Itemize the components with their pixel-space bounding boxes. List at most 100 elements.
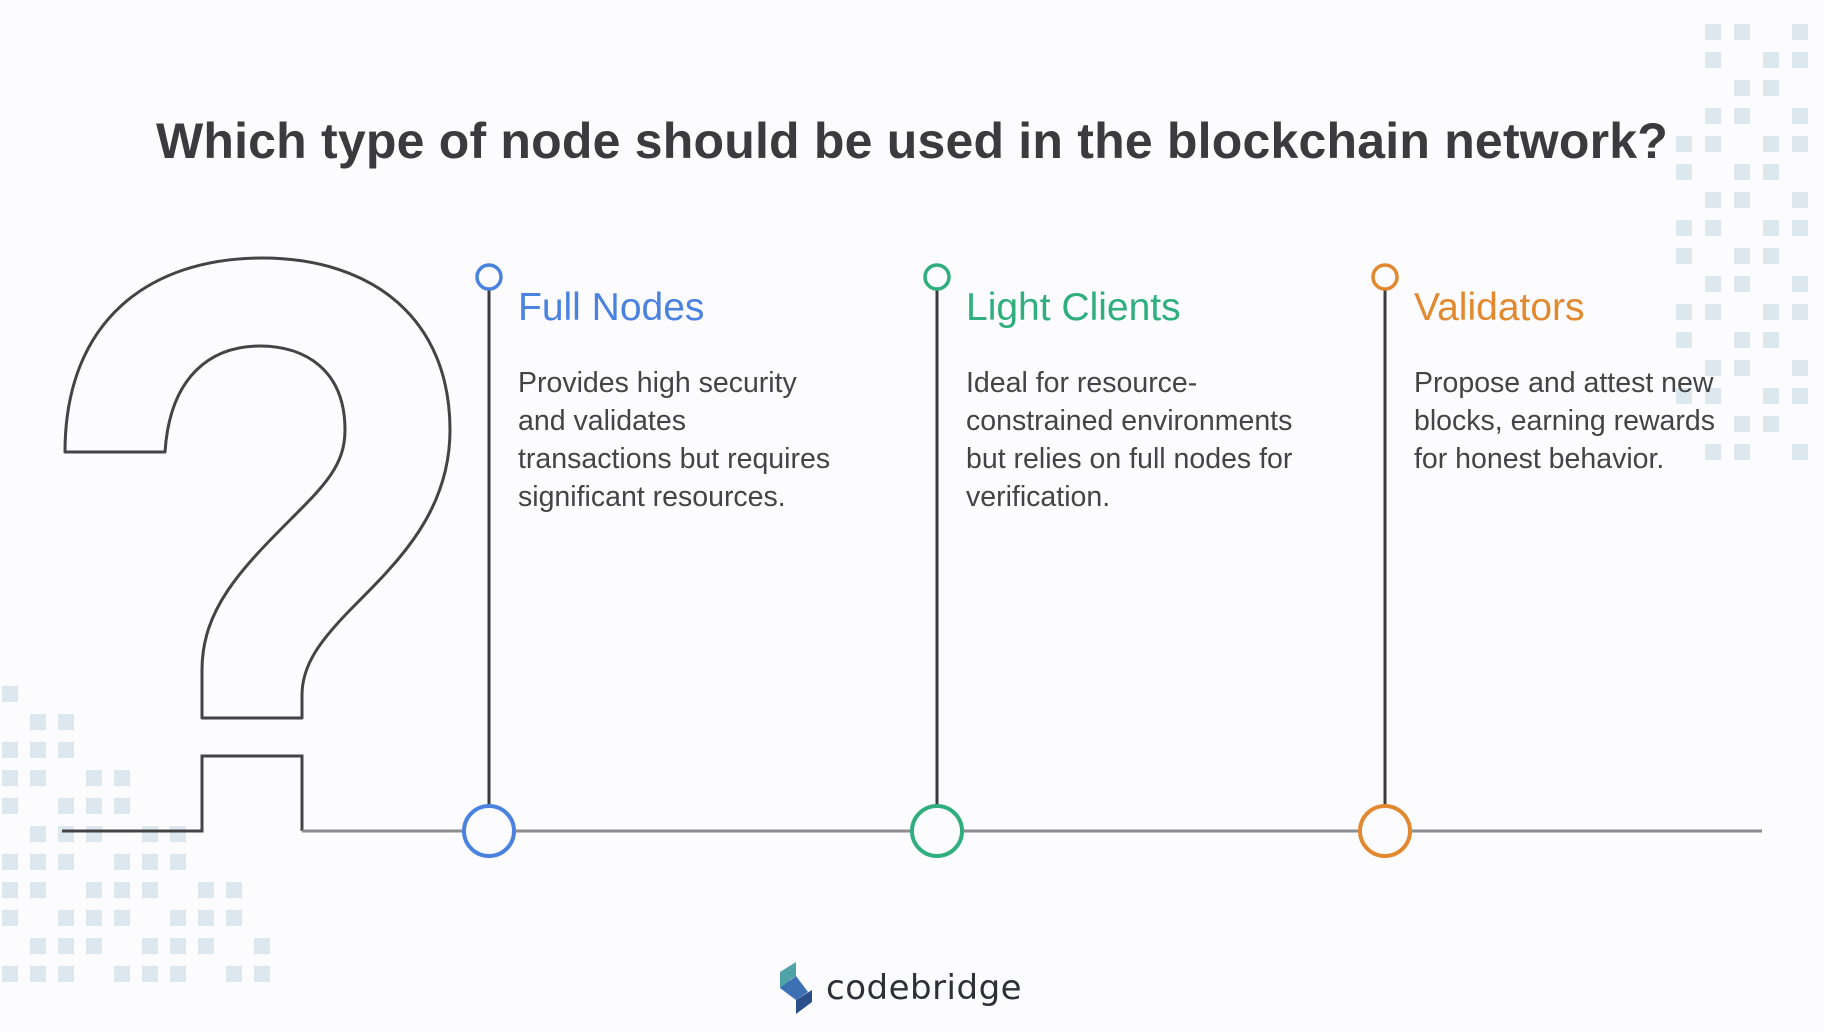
pixel-square bbox=[1676, 332, 1692, 348]
pixel-square bbox=[114, 966, 130, 982]
pixel-square bbox=[170, 854, 186, 870]
pixel-square bbox=[1705, 304, 1721, 320]
pixel-square bbox=[1705, 108, 1721, 124]
pixel-square bbox=[30, 770, 46, 786]
pixel-square bbox=[86, 770, 102, 786]
pixel-square bbox=[1734, 24, 1750, 40]
pixel-square bbox=[254, 938, 270, 954]
pixel-square bbox=[1792, 220, 1808, 236]
pixel-square bbox=[1792, 108, 1808, 124]
pixel-square bbox=[226, 966, 242, 982]
pixel-square bbox=[1763, 304, 1779, 320]
question-mark-icon bbox=[63, 256, 452, 720]
pixel-square bbox=[114, 854, 130, 870]
node-title-validators: Validators bbox=[1414, 286, 1585, 329]
pixel-square bbox=[2, 686, 18, 702]
pixel-square bbox=[1734, 416, 1750, 432]
pixel-square bbox=[1792, 24, 1808, 40]
pixel-square bbox=[2, 798, 18, 814]
pixel-square bbox=[142, 854, 158, 870]
pixel-square bbox=[114, 910, 130, 926]
pixel-square bbox=[114, 770, 130, 786]
pixel-decoration-right bbox=[1676, 24, 1808, 460]
pixel-square bbox=[30, 714, 46, 730]
pixel-square bbox=[1734, 164, 1750, 180]
pixel-square bbox=[2, 854, 18, 870]
pixel-square bbox=[1676, 304, 1692, 320]
pixel-square bbox=[198, 882, 214, 898]
page-title: Which type of node should be used in the… bbox=[155, 113, 1669, 169]
pixel-square bbox=[1705, 360, 1721, 376]
pixel-square bbox=[58, 966, 74, 982]
pixel-square bbox=[1792, 444, 1808, 460]
pixel-square bbox=[58, 854, 74, 870]
pixel-square bbox=[2, 742, 18, 758]
pixel-square bbox=[1792, 192, 1808, 208]
pixel-square bbox=[1763, 416, 1779, 432]
pixel-square bbox=[1792, 388, 1808, 404]
pixel-square bbox=[1734, 108, 1750, 124]
pixel-square bbox=[86, 826, 102, 842]
pixel-square bbox=[1763, 136, 1779, 152]
top-marker-full-nodes bbox=[475, 263, 503, 291]
pixel-square bbox=[1734, 80, 1750, 96]
pixel-square bbox=[198, 910, 214, 926]
pixel-square bbox=[1676, 248, 1692, 264]
pixel-square bbox=[58, 742, 74, 758]
node-description-validators: Propose and attest new blocks, earning r… bbox=[1414, 367, 1715, 475]
pixel-square bbox=[1734, 444, 1750, 460]
pixel-square bbox=[1763, 332, 1779, 348]
baseline-marker-light-clients bbox=[910, 804, 964, 858]
codebridge-logo: codebridge bbox=[778, 962, 1022, 1014]
pixel-square bbox=[254, 966, 270, 982]
pixel-square bbox=[1792, 276, 1808, 292]
pixel-square bbox=[2, 910, 18, 926]
pixel-square bbox=[1734, 248, 1750, 264]
pixel-square bbox=[226, 882, 242, 898]
pixel-square bbox=[2, 882, 18, 898]
pixel-square bbox=[30, 854, 46, 870]
pixel-square bbox=[1705, 444, 1721, 460]
node-description-light-clients: Ideal for resource-constrained environme… bbox=[966, 367, 1293, 513]
pixel-square bbox=[1763, 80, 1779, 96]
pixel-square bbox=[1792, 136, 1808, 152]
pixel-square bbox=[1763, 248, 1779, 264]
pixel-square bbox=[142, 882, 158, 898]
pixel-square bbox=[1763, 388, 1779, 404]
pixel-square bbox=[1676, 136, 1692, 152]
pixel-square bbox=[1734, 276, 1750, 292]
pixel-square bbox=[114, 882, 130, 898]
pixel-square bbox=[198, 938, 214, 954]
pixel-square bbox=[226, 910, 242, 926]
pixel-square bbox=[2, 966, 18, 982]
pixel-square bbox=[58, 798, 74, 814]
pixel-square bbox=[86, 882, 102, 898]
logo-wordmark: codebridge bbox=[826, 968, 1023, 1008]
pixel-decoration-left bbox=[2, 686, 270, 982]
pixel-square bbox=[170, 938, 186, 954]
pixel-square bbox=[58, 938, 74, 954]
pixel-square bbox=[1763, 52, 1779, 68]
pixel-square bbox=[1705, 388, 1721, 404]
pixel-square bbox=[170, 910, 186, 926]
pixel-square bbox=[58, 714, 74, 730]
top-marker-validators bbox=[1371, 263, 1399, 291]
pixel-square bbox=[142, 826, 158, 842]
pixel-square bbox=[58, 826, 74, 842]
pixel-square bbox=[30, 938, 46, 954]
pixel-square bbox=[30, 742, 46, 758]
pixel-square bbox=[142, 938, 158, 954]
pixel-square bbox=[1705, 192, 1721, 208]
pixel-square bbox=[1705, 136, 1721, 152]
baseline-marker-full-nodes bbox=[462, 804, 516, 858]
pixel-square bbox=[86, 910, 102, 926]
node-title-light-clients: Light Clients bbox=[966, 286, 1181, 329]
top-marker-light-clients bbox=[923, 263, 951, 291]
pixel-square bbox=[1676, 164, 1692, 180]
pixel-square bbox=[1705, 24, 1721, 40]
pixel-square bbox=[1792, 304, 1808, 320]
pixel-square bbox=[1734, 360, 1750, 376]
pixel-square bbox=[1734, 192, 1750, 208]
timeline-stems bbox=[462, 263, 1412, 858]
